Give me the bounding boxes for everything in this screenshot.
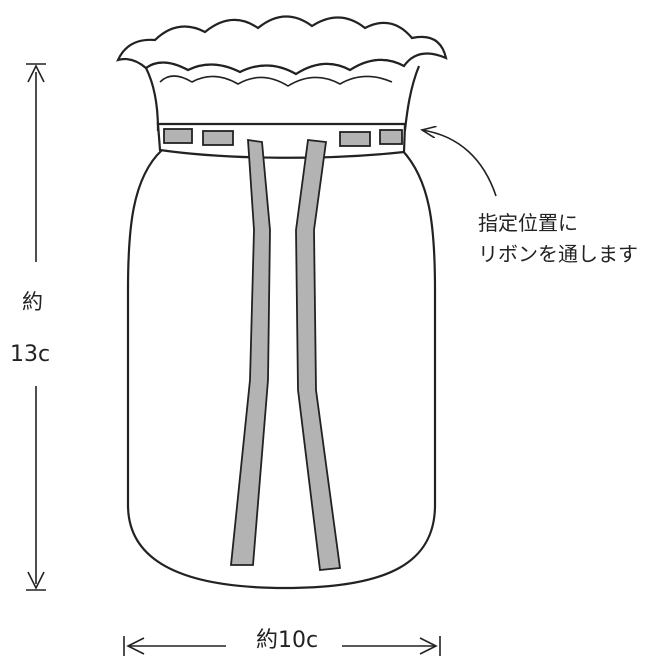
ruffle-outer: [116, 15, 448, 76]
ribbon-note-line2: リボンを通します: [478, 242, 638, 266]
width-arrow-left-head: [126, 637, 145, 655]
ruffle-inner-scallops: [159, 75, 393, 87]
ribbon-slot: [163, 128, 193, 144]
height-arrow-top-head: [27, 64, 45, 83]
ribbon-slot: [202, 130, 234, 146]
height-value-label: 13c: [10, 342, 51, 368]
ribbon-note: 指定位置に リボンを通します: [478, 208, 638, 270]
ribbon-right: [295, 139, 342, 571]
ribbon-slots: [163, 128, 403, 147]
height-approx-label: 約: [22, 290, 43, 315]
width-label: 約10c: [252, 630, 323, 652]
ribbon-note-line1: 指定位置に: [478, 211, 578, 235]
ribbon-slot: [379, 129, 403, 145]
ribbon-left: [230, 138, 271, 566]
callout-arrow: [422, 130, 497, 197]
ribbon-slot: [339, 131, 371, 147]
pouch-body: [126, 148, 437, 590]
width-arrow-right-head: [419, 637, 438, 655]
ruffle-inner: [145, 59, 405, 76]
gathered-neck: [145, 65, 421, 132]
height-arrow-bottom-head: [27, 571, 45, 590]
